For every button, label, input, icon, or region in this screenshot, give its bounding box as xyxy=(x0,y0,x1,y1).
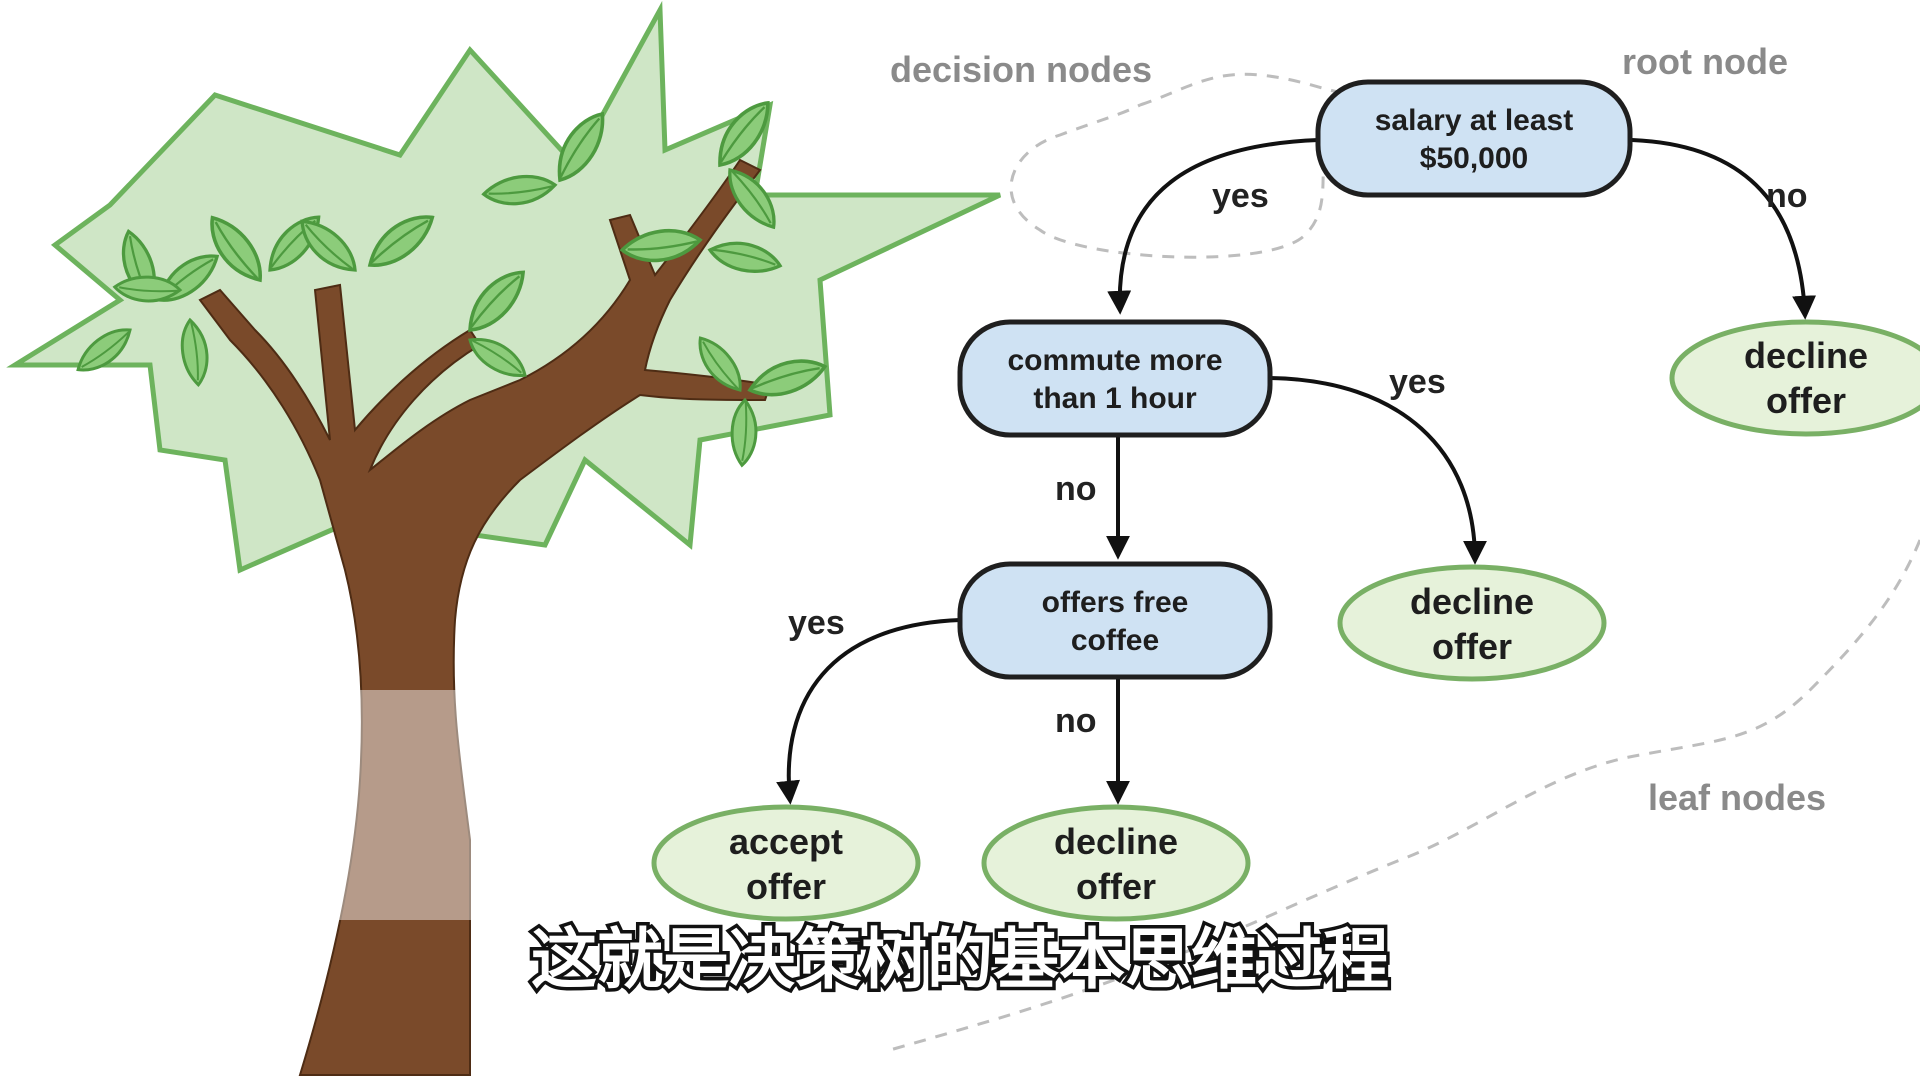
leaf-node-coffee-no-line1: decline xyxy=(1054,821,1178,862)
blur-patch xyxy=(315,690,485,920)
leaf-node-accept: accept offer xyxy=(651,804,921,922)
tree-illustration xyxy=(6,0,1002,1076)
leaf-node-accept-line2: offer xyxy=(746,866,826,907)
decision-node-commute: commute more than 1 hour xyxy=(957,319,1273,438)
decision-node-root: salary at least $50,000 xyxy=(1315,79,1633,198)
edge-coffee-yes xyxy=(776,618,961,805)
leaf-node-accept-line1: accept xyxy=(729,821,843,862)
decision-nodes-label: decision nodes xyxy=(890,49,1152,90)
leaf-node-root-no-line2: offer xyxy=(1766,380,1846,421)
leaf-nodes-outline xyxy=(889,539,1920,1052)
edge-label-coffee-no: no xyxy=(1055,702,1097,740)
edge-label-coffee-yes: yes xyxy=(788,604,845,642)
decision-nodes-outline xyxy=(1009,72,1369,259)
decision-node-coffee-line2: coffee xyxy=(1071,624,1159,657)
decision-node-coffee: offers free coffee xyxy=(957,561,1273,680)
annotation-outlines: decision nodes root node leaf nodes xyxy=(889,41,1920,1052)
leaf-nodes-label: leaf nodes xyxy=(1648,777,1826,818)
decision-node-commute-line1: commute more xyxy=(1007,344,1222,377)
edge-label-commute-yes: yes xyxy=(1389,363,1446,401)
decision-node-commute-line2: than 1 hour xyxy=(1033,382,1197,415)
leaf-node-commute-yes-line2: offer xyxy=(1432,626,1512,667)
edges xyxy=(776,138,1817,805)
decision-node-root-line1: salary at least xyxy=(1375,104,1573,137)
leaf-node-commute-yes: decline offer xyxy=(1337,564,1607,682)
leaf-node-commute-yes-line1: decline xyxy=(1410,581,1534,622)
edge-commute-yes xyxy=(1269,376,1487,565)
edge-label-commute-no: no xyxy=(1055,470,1097,508)
root-node-label: root node xyxy=(1622,41,1788,82)
tree-trunk xyxy=(198,158,772,1076)
edge-label-root-yes: yes xyxy=(1212,177,1269,215)
leaf-node-root-no-line1: decline xyxy=(1744,335,1868,376)
decision-node-root-line2: $50,000 xyxy=(1420,142,1528,175)
leaf-node-root-no: decline offer xyxy=(1669,319,1920,437)
video-subtitle: 这就是决策树的基本思维过程 xyxy=(531,922,1389,996)
edge-root-no xyxy=(1631,138,1817,320)
edge-labels: yes no yes no yes no xyxy=(788,177,1808,740)
decision-node-coffee-line1: offers free xyxy=(1042,586,1189,619)
leaf-node-coffee-no-line2: offer xyxy=(1076,866,1156,907)
edge-root-yes xyxy=(1107,138,1319,315)
leaf-node-coffee-no: decline offer xyxy=(981,804,1251,922)
edge-label-root-no: no xyxy=(1766,177,1808,215)
